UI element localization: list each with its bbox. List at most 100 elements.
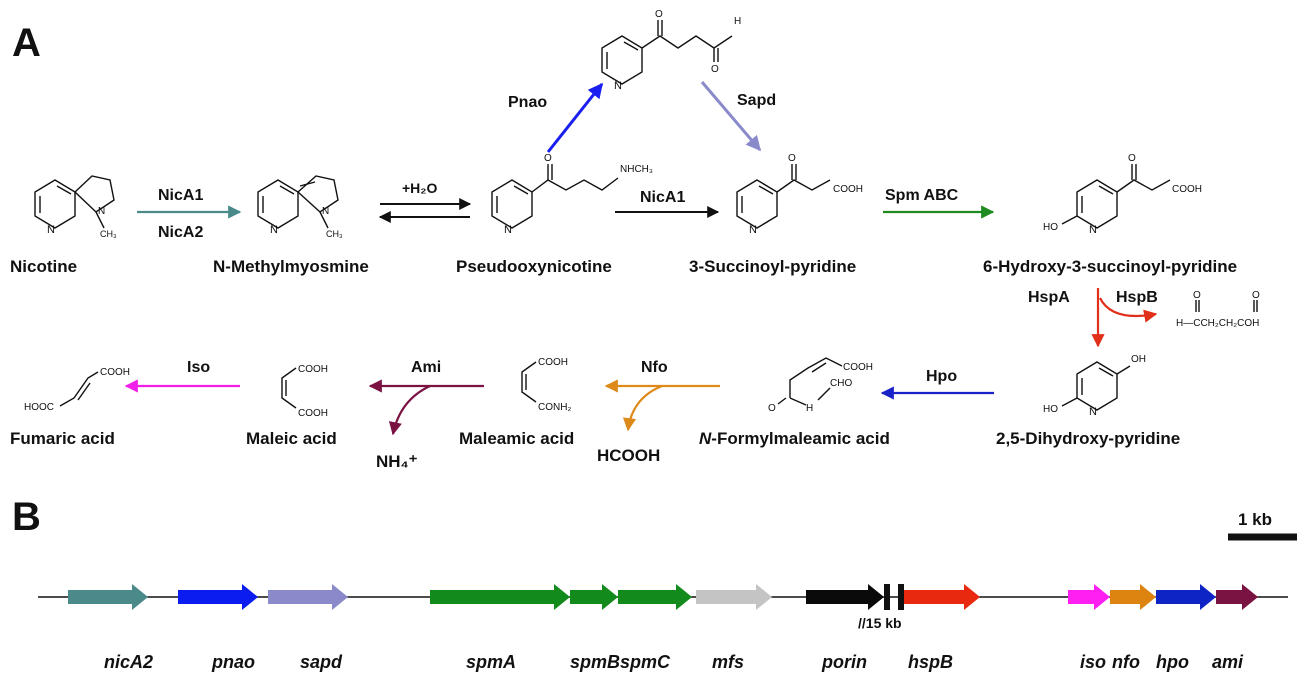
gene-label-iso: iso [1080, 652, 1106, 672]
byproduct-semialdehyde: H—CCH₂CH₂COH [1176, 318, 1259, 329]
gap-marker-right [898, 584, 904, 610]
gene-label-spmc: spmC [620, 652, 671, 672]
gene-label-ami: ami [1212, 652, 1244, 672]
succinoyl-pyridine-structure: O COOH N [736, 153, 863, 236]
enzyme-hspb: HspB [1116, 289, 1158, 306]
svg-text:CHO: CHO [830, 378, 852, 389]
enzyme-hspa: HspA [1028, 289, 1070, 306]
gene-label-nfo: nfo [1112, 652, 1140, 672]
panel-label-b: B [12, 495, 41, 539]
svg-text:H: H [734, 16, 741, 27]
panel-label-a: A [12, 21, 41, 65]
enzyme-nica1: NicA1 [158, 187, 203, 204]
compound-fumaric-acid: Fumaric acid [10, 429, 115, 448]
byproduct-nh4: NH₄⁺ [376, 452, 418, 471]
svg-text:CONH₂: CONH₂ [538, 402, 571, 413]
svg-text:HO: HO [1043, 404, 1058, 415]
gene-arrow-sapd [268, 584, 348, 610]
gene-arrows [68, 584, 1258, 610]
enzyme-iso: Iso [187, 359, 210, 376]
sapd-arrow [700, 81, 762, 152]
fumaric-acid-structure: COOH HOOC [24, 367, 130, 413]
gene-arrow-nica2 [68, 584, 148, 610]
hydroxy-succinoyl-pyridine-structure: O COOH HO N [1043, 153, 1202, 236]
gene-label-hpo: hpo [1156, 652, 1189, 672]
gene-arrow-mfs [696, 584, 772, 610]
gene-label-hspb: hspB [908, 652, 953, 672]
gene-arrow-hspb [904, 584, 980, 610]
svg-text:COOH: COOH [298, 408, 328, 419]
svg-text:N: N [47, 224, 55, 236]
svg-text:O: O [655, 9, 663, 20]
gene-arrow-hpo [1156, 584, 1216, 610]
compound-n-methylmyosmine: N-Methylmyosmine [213, 257, 369, 276]
byproduct-water: +H₂O [402, 180, 438, 196]
gene-label-sapd: sapd [300, 652, 343, 672]
compound-nicotine: Nicotine [10, 257, 77, 276]
nfo-branch-arrow [622, 384, 663, 432]
pseudooxynicotine-structure: O NHCH₃ N [491, 153, 653, 236]
compound-3-succinoyl-pyridine: 3-Succinoyl-pyridine [689, 257, 856, 276]
svg-text:N: N [270, 224, 278, 236]
nicotine-structure: N N CH₃ [34, 175, 117, 239]
compound-2-5-dihydroxy-pyridine: 2,5-Dihydroxy-pyridine [996, 429, 1180, 448]
pnao-arrow [546, 82, 604, 153]
svg-text:O: O [1193, 290, 1201, 301]
dihydroxy-pyridine-structure: OH HO N [1043, 354, 1146, 418]
enzyme-nica2: NicA2 [158, 224, 203, 241]
svg-text:O: O [788, 153, 796, 164]
maleic-acid-structure: COOH COOH [281, 364, 328, 419]
svg-text:COOH: COOH [298, 364, 328, 375]
svg-text:COOH: COOH [833, 184, 863, 195]
scale-bar-label: 1 kb [1238, 510, 1272, 529]
gene-label-mfs: mfs [712, 652, 744, 672]
svg-text:COOH: COOH [1172, 184, 1202, 195]
svg-text:O: O [1128, 153, 1136, 164]
enzyme-nfo: Nfo [641, 359, 668, 376]
gene-arrow-iso [1068, 584, 1110, 610]
svg-text:OH: OH [1131, 354, 1146, 365]
svg-text:N: N [614, 80, 622, 92]
svg-text:N: N [1089, 224, 1097, 236]
gene-arrow-spma [430, 584, 570, 610]
svg-text:O: O [544, 153, 552, 164]
compound-maleamic-acid: Maleamic acid [459, 429, 574, 448]
enzyme-nica1-second: NicA1 [640, 189, 685, 206]
svg-text:NHCH₃: NHCH₃ [620, 164, 653, 175]
gene-label-spma: spmA [466, 652, 516, 672]
gene-label-porin: porin [821, 652, 867, 672]
maleamic-acid-structure: COOH CONH₂ [521, 357, 571, 413]
enzyme-spm-abc: Spm ABC [885, 187, 959, 204]
svg-text:O: O [1252, 290, 1260, 301]
enzyme-sapd: Sapd [737, 92, 776, 109]
enzyme-ami: Ami [411, 359, 441, 376]
gene-label-nica2: nicA2 [104, 652, 153, 672]
gap-marker-left [884, 584, 890, 610]
gene-arrow-nfo [1110, 584, 1156, 610]
gene-arrow-pnao [178, 584, 258, 610]
svg-text:CH₃: CH₃ [100, 229, 117, 239]
svg-text:HO: HO [1043, 222, 1058, 233]
svg-text:N: N [98, 206, 105, 217]
svg-text:O: O [711, 64, 719, 75]
byproduct-hcooh: HCOOH [597, 446, 660, 465]
ami-branch-arrow [388, 385, 431, 436]
svg-text:N: N [749, 224, 757, 236]
gene-label-spmb: spmB [570, 652, 620, 672]
gene-arrow-spmc [618, 584, 692, 610]
gene-arrow-porin [806, 584, 884, 610]
gene-arrow-spmb [570, 584, 618, 610]
gene-arrow-ami [1216, 584, 1258, 610]
compound-pseudooxynicotine: Pseudooxynicotine [456, 257, 612, 276]
formylmaleamic-acid-structure: COOH O H CHO [768, 357, 873, 414]
svg-text:CH₃: CH₃ [326, 229, 343, 239]
svg-text:HOOC: HOOC [24, 402, 54, 413]
svg-text:COOH: COOH [538, 357, 568, 368]
svg-text:O: O [768, 403, 776, 414]
svg-text:H: H [806, 403, 813, 414]
gene-label-pnao: pnao [211, 652, 255, 672]
compound-6-hydroxy-3-succinoyl-pyridine: 6-Hydroxy-3-succinoyl-pyridine [983, 257, 1237, 276]
enzyme-pnao: Pnao [508, 94, 547, 111]
